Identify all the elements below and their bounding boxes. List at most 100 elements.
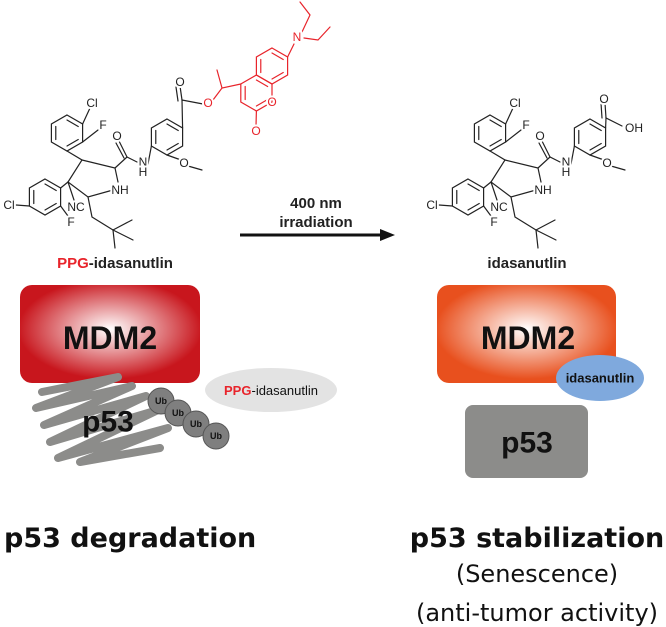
idasanutlin-suffix: -idasanutlin (89, 255, 173, 272)
atom-label: F (99, 118, 106, 132)
bond (610, 165, 626, 171)
bond (504, 159, 542, 183)
atom-label: N (562, 155, 571, 169)
bond (114, 156, 138, 169)
p53-label-left: p53 (82, 406, 134, 439)
atom-label: O (602, 156, 611, 170)
bond (81, 159, 119, 183)
bond (482, 181, 492, 189)
double-bond (66, 138, 79, 147)
p53-unfolded-scribble (32, 373, 172, 466)
bond (15, 204, 30, 207)
ub-label: Ub (172, 408, 184, 418)
bond (510, 196, 537, 231)
double-bond (589, 142, 602, 151)
mdm2-label-right: MDM2 (481, 320, 575, 356)
idasanutlin-suffix: -idasanutlin (251, 383, 318, 398)
ub-label: Ub (190, 419, 202, 429)
ubiquitin-circle (182, 410, 210, 438)
bond (535, 229, 539, 249)
atom-label: N (139, 155, 148, 169)
bond (589, 154, 605, 161)
atom-label: O (599, 92, 608, 106)
ub-label: Ub (210, 431, 222, 441)
bond (59, 181, 69, 189)
bond (537, 156, 561, 169)
ppg-idasanutlin-label: PPG-idasanutlin (57, 255, 173, 272)
bond (570, 145, 575, 165)
double-bond (166, 123, 179, 132)
atom-label: NH (111, 183, 128, 197)
atom-label: Cl (86, 96, 97, 110)
atom-label: H (139, 165, 148, 179)
atom-label: NC (67, 200, 85, 214)
bond (604, 102, 607, 119)
atom-label: Cl (426, 198, 437, 212)
irradiation-arrow (240, 229, 395, 241)
atom-label: O (267, 95, 276, 109)
bond (118, 140, 128, 158)
bond (147, 145, 152, 165)
bond (504, 107, 514, 125)
p53-degradation-label: p53 degradation (4, 523, 256, 554)
bond (438, 204, 453, 207)
bond (81, 107, 91, 125)
bond (490, 181, 498, 201)
atom-label: NC (490, 200, 508, 214)
atom-label: O (179, 156, 188, 170)
bond (489, 150, 537, 198)
bond (175, 86, 179, 102)
bond (112, 229, 116, 249)
bond (81, 129, 99, 143)
bond (115, 142, 125, 159)
double-bond (467, 202, 480, 211)
bond (212, 83, 242, 101)
double-bond (271, 52, 284, 61)
ppg-prefix: PPG (224, 383, 251, 398)
bond (67, 181, 75, 201)
bond (541, 140, 551, 158)
atom-label: OH (625, 121, 643, 135)
double-bond (44, 202, 57, 211)
ubiquitin-chain: Ub Ub Ub Ub (147, 387, 230, 450)
atom-label: O (251, 124, 260, 138)
atom-label: Cl (509, 96, 520, 110)
atom-label: O (175, 75, 184, 89)
double-bond (489, 138, 502, 147)
bond (216, 69, 223, 89)
double-bond (44, 183, 57, 192)
mdm2-label-left: MDM2 (63, 320, 157, 356)
bond (538, 142, 548, 159)
ub-label: Ub (155, 396, 167, 406)
atom-label: F (522, 118, 529, 132)
anti-tumor-activity-label: (anti-tumor activity) (416, 599, 658, 627)
atom-label: N (293, 30, 302, 44)
atom-label: H (562, 165, 571, 179)
double-bond (467, 183, 480, 192)
ppg-idasanutlin-ellipse (205, 368, 337, 412)
wavelength-label: 400 nm (290, 195, 342, 212)
bond (535, 219, 556, 231)
carboxylic-acid-group: O OH (597, 90, 645, 137)
bond (299, 1, 311, 33)
double-bond (489, 119, 502, 128)
bond (179, 85, 183, 101)
double-bond (166, 142, 179, 151)
p53-stabilization-label: p53 stabilization (410, 523, 664, 554)
bond (535, 229, 557, 241)
double-bond (255, 79, 269, 88)
atom-label: Cl (3, 198, 14, 212)
bond (59, 205, 69, 217)
p53-label-right: p53 (501, 427, 553, 460)
atom-label: O (535, 129, 544, 143)
bond (303, 26, 331, 41)
double-bond (271, 71, 284, 80)
p53-box-right (465, 405, 588, 478)
idasanutlin-ellipse (556, 355, 644, 401)
atom-label: F (490, 215, 497, 229)
bond (87, 196, 114, 231)
